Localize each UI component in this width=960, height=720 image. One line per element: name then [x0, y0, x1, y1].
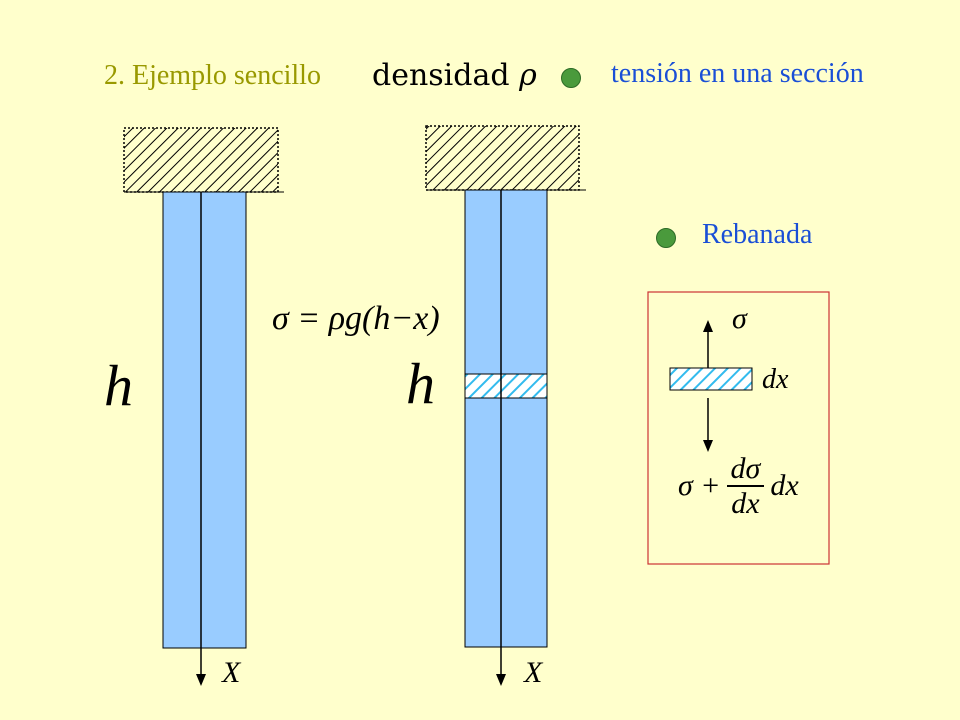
bullet-dot-icon	[561, 68, 581, 88]
slice-bottom-stress: σ + dσ dx dx	[678, 452, 799, 520]
rod-slice	[464, 373, 548, 399]
fraction-numerator: dσ	[726, 452, 765, 487]
axis-label-right: X	[524, 656, 543, 689]
fixed-support-right	[425, 125, 586, 191]
bullet-dot-icon	[656, 228, 676, 248]
bullet-tension: tensión en una sección	[611, 58, 864, 89]
axis-arrow-left	[196, 192, 206, 686]
bullet-slice: Rebanada	[702, 219, 813, 250]
stress-equation: σ = ρg(h−x)	[272, 300, 440, 337]
formula-tail: dx	[770, 469, 799, 502]
height-label-right: h	[406, 351, 435, 416]
axis-label-left: X	[222, 656, 241, 689]
density-symbol: ρ	[519, 58, 537, 93]
stress-arrow-up	[703, 320, 713, 368]
rod-left	[162, 191, 247, 649]
slide-title: 2. Ejemplo sencillo	[104, 60, 321, 91]
density-word: densidad	[372, 58, 510, 93]
rod-right	[464, 189, 548, 648]
slice-element	[669, 367, 753, 391]
formula-lead: σ +	[678, 469, 721, 502]
slice-thickness-label: dx	[762, 364, 789, 395]
axis-arrow-right	[496, 190, 506, 686]
stress-arrow-down	[703, 398, 713, 452]
fraction-denominator: dx	[731, 487, 760, 520]
density-label: densidad ρ	[372, 58, 537, 93]
height-label-left: h	[104, 353, 133, 418]
slice-panel	[647, 291, 830, 565]
slice-top-stress: σ	[732, 302, 747, 335]
fixed-support-left	[123, 127, 284, 193]
derivative-fraction: dσ dx	[726, 452, 765, 520]
